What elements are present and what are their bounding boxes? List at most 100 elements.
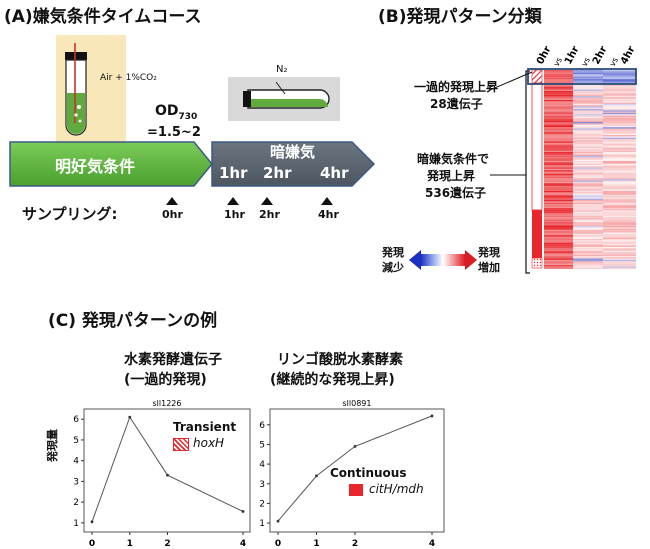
heatmap-cell	[603, 171, 636, 173]
x-tick-label: 2	[352, 539, 358, 549]
left-heading-line2: (一過的発現)	[124, 372, 207, 388]
heatmap-cell	[544, 77, 573, 80]
heatmap-cell	[573, 179, 603, 181]
heatmap-cell	[573, 96, 603, 98]
bubble	[74, 113, 78, 117]
heatmap-cell	[573, 158, 603, 160]
heatmap-cell	[544, 92, 573, 94]
heatmap-cell	[544, 166, 573, 168]
heatmap-cell	[603, 200, 636, 202]
heatmap-cell	[603, 168, 636, 171]
y-tick-label: 3	[73, 477, 79, 487]
heatmap-cell	[573, 149, 603, 151]
panel-a-title: (A)嫌気条件タイムコース	[4, 7, 202, 27]
heatmap-cell	[544, 102, 573, 104]
heatmap-cell	[544, 231, 573, 233]
heatmap-cell	[603, 89, 636, 91]
heatmap-cell	[603, 79, 636, 81]
heatmap-cell	[573, 107, 603, 110]
heatmap-cell	[603, 174, 636, 176]
bubble	[78, 119, 82, 123]
anaerobic-arrow	[211, 141, 376, 187]
heatmap-cell	[544, 162, 573, 164]
heatmap-cell	[603, 219, 636, 221]
heatmap-cell	[573, 205, 603, 207]
heatmap-cell	[573, 240, 603, 242]
legend-high-line2: 増加	[478, 261, 500, 274]
heatmap-cell	[573, 267, 603, 269]
heatmap-cell	[573, 175, 603, 177]
heatmap-cell	[573, 248, 603, 250]
heatmap-cell	[544, 237, 573, 240]
heatmap-cell	[603, 179, 636, 181]
heatmap-cell	[603, 237, 636, 240]
heatmap-cell	[544, 239, 573, 241]
continuous-legend-gene: citH/mdh	[369, 482, 424, 496]
heatmap-cell	[603, 207, 636, 210]
heatmap-cell	[573, 94, 603, 97]
tube-culture	[249, 99, 328, 107]
heatmap-cell	[603, 205, 636, 207]
heatmap-cell	[544, 159, 573, 162]
heatmap-cell	[603, 183, 636, 185]
heatmap-cell	[603, 198, 636, 201]
heatmap-cell	[544, 161, 573, 163]
col-header-vs: vs	[552, 56, 564, 68]
heatmap-cell	[603, 151, 636, 154]
heatmap-cell	[573, 145, 603, 147]
heatmap-cell	[603, 254, 636, 256]
heatmap-cell	[603, 235, 636, 237]
heatmap-cell	[603, 114, 636, 116]
heatmap-cell	[573, 170, 603, 172]
heatmap-cell	[573, 223, 603, 225]
data-point	[315, 474, 318, 478]
color-scale-legend	[409, 250, 477, 270]
heatmap-cell	[573, 142, 603, 145]
heatmap-cell	[603, 196, 636, 198]
heatmap-cell	[544, 106, 573, 108]
heatmap-cell	[573, 92, 603, 94]
heatmap-cell	[544, 112, 573, 115]
heatmap-cell	[603, 85, 636, 87]
heatmap-cell	[573, 106, 603, 108]
heatmap-cell	[603, 175, 636, 177]
od-value: =1.5~2	[147, 125, 201, 140]
heatmap-cell	[603, 206, 636, 208]
heatmap-cell	[573, 127, 603, 129]
heatmap-cell	[573, 154, 603, 156]
heatmap-cell	[603, 248, 636, 250]
heatmap-cell	[573, 185, 603, 188]
heatmap-cell	[544, 205, 573, 207]
heatmap-cell	[603, 241, 636, 243]
heatmap-cell	[544, 233, 573, 236]
heatmap-cell	[544, 158, 573, 160]
heatmap-cell	[544, 90, 573, 93]
heatmap-cell	[544, 183, 573, 185]
heatmap-cell	[603, 144, 636, 146]
heatmap-cell	[603, 266, 636, 268]
heatmap-cell	[573, 201, 603, 203]
transient-label-line1: 一過的発現上昇	[414, 80, 499, 94]
heatmap-cell	[603, 226, 636, 228]
heatmap-cell	[603, 240, 636, 242]
n2-label: N₂	[276, 64, 288, 75]
heatmap-cell	[573, 88, 603, 90]
panel-b-title: (B)発現パターン分類	[378, 7, 542, 27]
col-header-2hr: 2hr	[591, 44, 610, 66]
col-header-0hr: 0hr	[535, 44, 554, 66]
heatmap-cell	[603, 106, 636, 108]
heatmap-cell	[573, 102, 603, 104]
heatmap-cell	[573, 249, 603, 251]
heatmap-cell	[573, 97, 603, 99]
flask-gas-label: Air + 1%CO₂	[100, 73, 157, 83]
heatmap-cell	[573, 77, 603, 80]
heatmap-cell	[573, 258, 603, 260]
heatmap-cell	[544, 151, 573, 154]
heatmap-cell	[544, 258, 573, 260]
heatmap-cell	[603, 265, 636, 267]
heatmap-cell	[573, 120, 603, 123]
heatmap-cell	[573, 174, 603, 176]
heatmap-cell	[573, 254, 603, 256]
scale-arrowhead-low	[409, 250, 421, 270]
x-tick-label: 4	[429, 539, 435, 549]
